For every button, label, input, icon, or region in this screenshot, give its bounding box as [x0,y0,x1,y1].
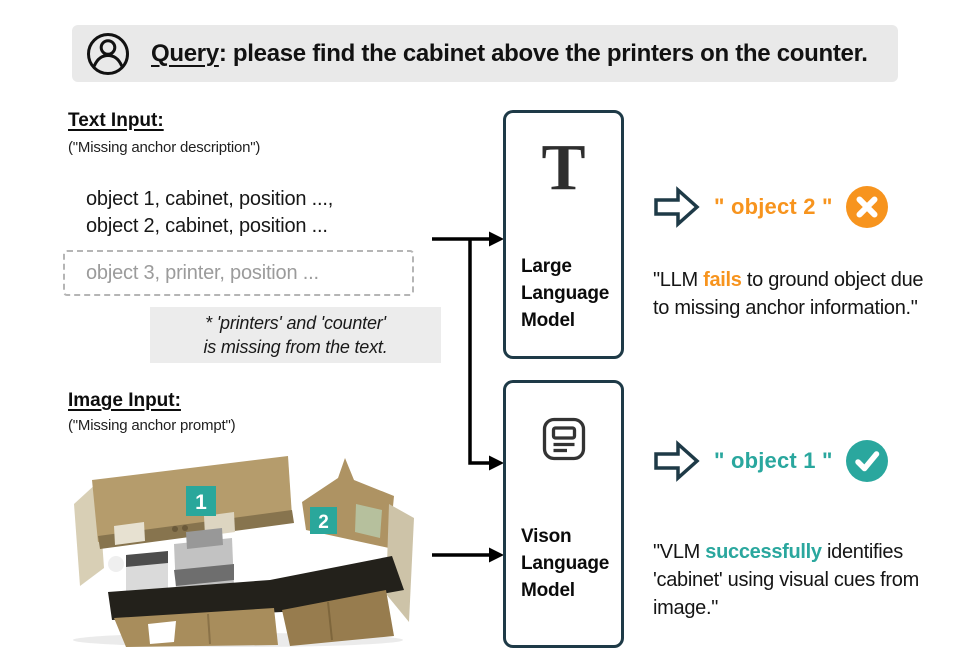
vlm-caption: "VLM successfully identifies 'cabinet' u… [653,538,945,622]
scene-badge-1: 1 [186,486,216,516]
query-rest: : please find the cabinet above the prin… [218,39,868,67]
image-input-heading: Image Input: [68,390,181,411]
llm-caption-suffix: to ground object due to missing anchor i… [653,269,924,319]
llm-box: T Large Language Model [503,110,624,359]
text-input-subtitle: ("Missing anchor description") [68,139,261,156]
object-line-2: object 2, cabinet, position ... [86,215,328,237]
llm-caption: "LLM fails to ground object due to missi… [653,266,925,322]
llm-output-row: " object 2 " [653,186,888,228]
vlm-label-line-2: Language [521,553,610,574]
document-icon [506,415,621,463]
query-bar: Query: please find the cabinet above the… [72,25,898,82]
check-circle-icon [845,440,888,482]
user-icon [85,31,131,77]
llm-caption-prefix: "LLM [653,269,704,291]
query-label: Query [151,39,219,67]
vlm-box: Vison Language Model [503,380,624,648]
missing-note-line-1: * 'printers' and 'counter' [205,313,386,333]
scene-badge-2: 2 [310,507,337,534]
hollow-right-arrow-icon [653,186,701,228]
svg-text:1: 1 [195,491,207,514]
connector-arrows [432,231,504,563]
vlm-label-line-1: Vison [521,526,572,547]
llm-output-text: " object 2 " [714,194,833,219]
missing-object-box: object 3, printer, position ... [63,250,414,296]
llm-label-line-2: Language [521,283,610,304]
missing-note-line-2: is missing from the text. [203,337,388,357]
vlm-output-row: " object 1 " [653,440,888,482]
x-circle-icon [845,186,888,228]
scene-image: 1 2 [58,446,420,648]
object-list: object 1, cabinet, position ..., object … [86,186,333,240]
vlm-caption-suffix: identifies 'cabinet' using visual cues f… [653,541,919,619]
llm-label-line-1: Large [521,256,572,277]
vlm-label: Vison Language Model [521,523,609,604]
llm-label: Large Language Model [521,253,609,334]
query-text: Query: please find the cabinet above the… [151,40,868,68]
object-line-1: object 1, cabinet, position ..., [86,188,334,210]
serif-T-icon: T [541,131,586,204]
llm-caption-highlight: fails [703,269,742,291]
missing-note: * 'printers' and 'counter' is missing fr… [150,307,441,363]
llm-label-line-3: Model [521,310,575,331]
vlm-output-text: " object 1 " [714,448,833,473]
vlm-label-line-3: Model [521,580,575,601]
text-input-heading: Text Input: [68,110,164,131]
hollow-right-arrow-icon [653,440,701,482]
missing-object-text: object 3, printer, position ... [86,261,319,284]
svg-text:2: 2 [318,512,329,533]
vlm-caption-prefix: "VLM [653,541,706,563]
image-input-subtitle: ("Missing anchor prompt") [68,417,236,434]
vlm-caption-highlight: successfully [705,541,822,563]
